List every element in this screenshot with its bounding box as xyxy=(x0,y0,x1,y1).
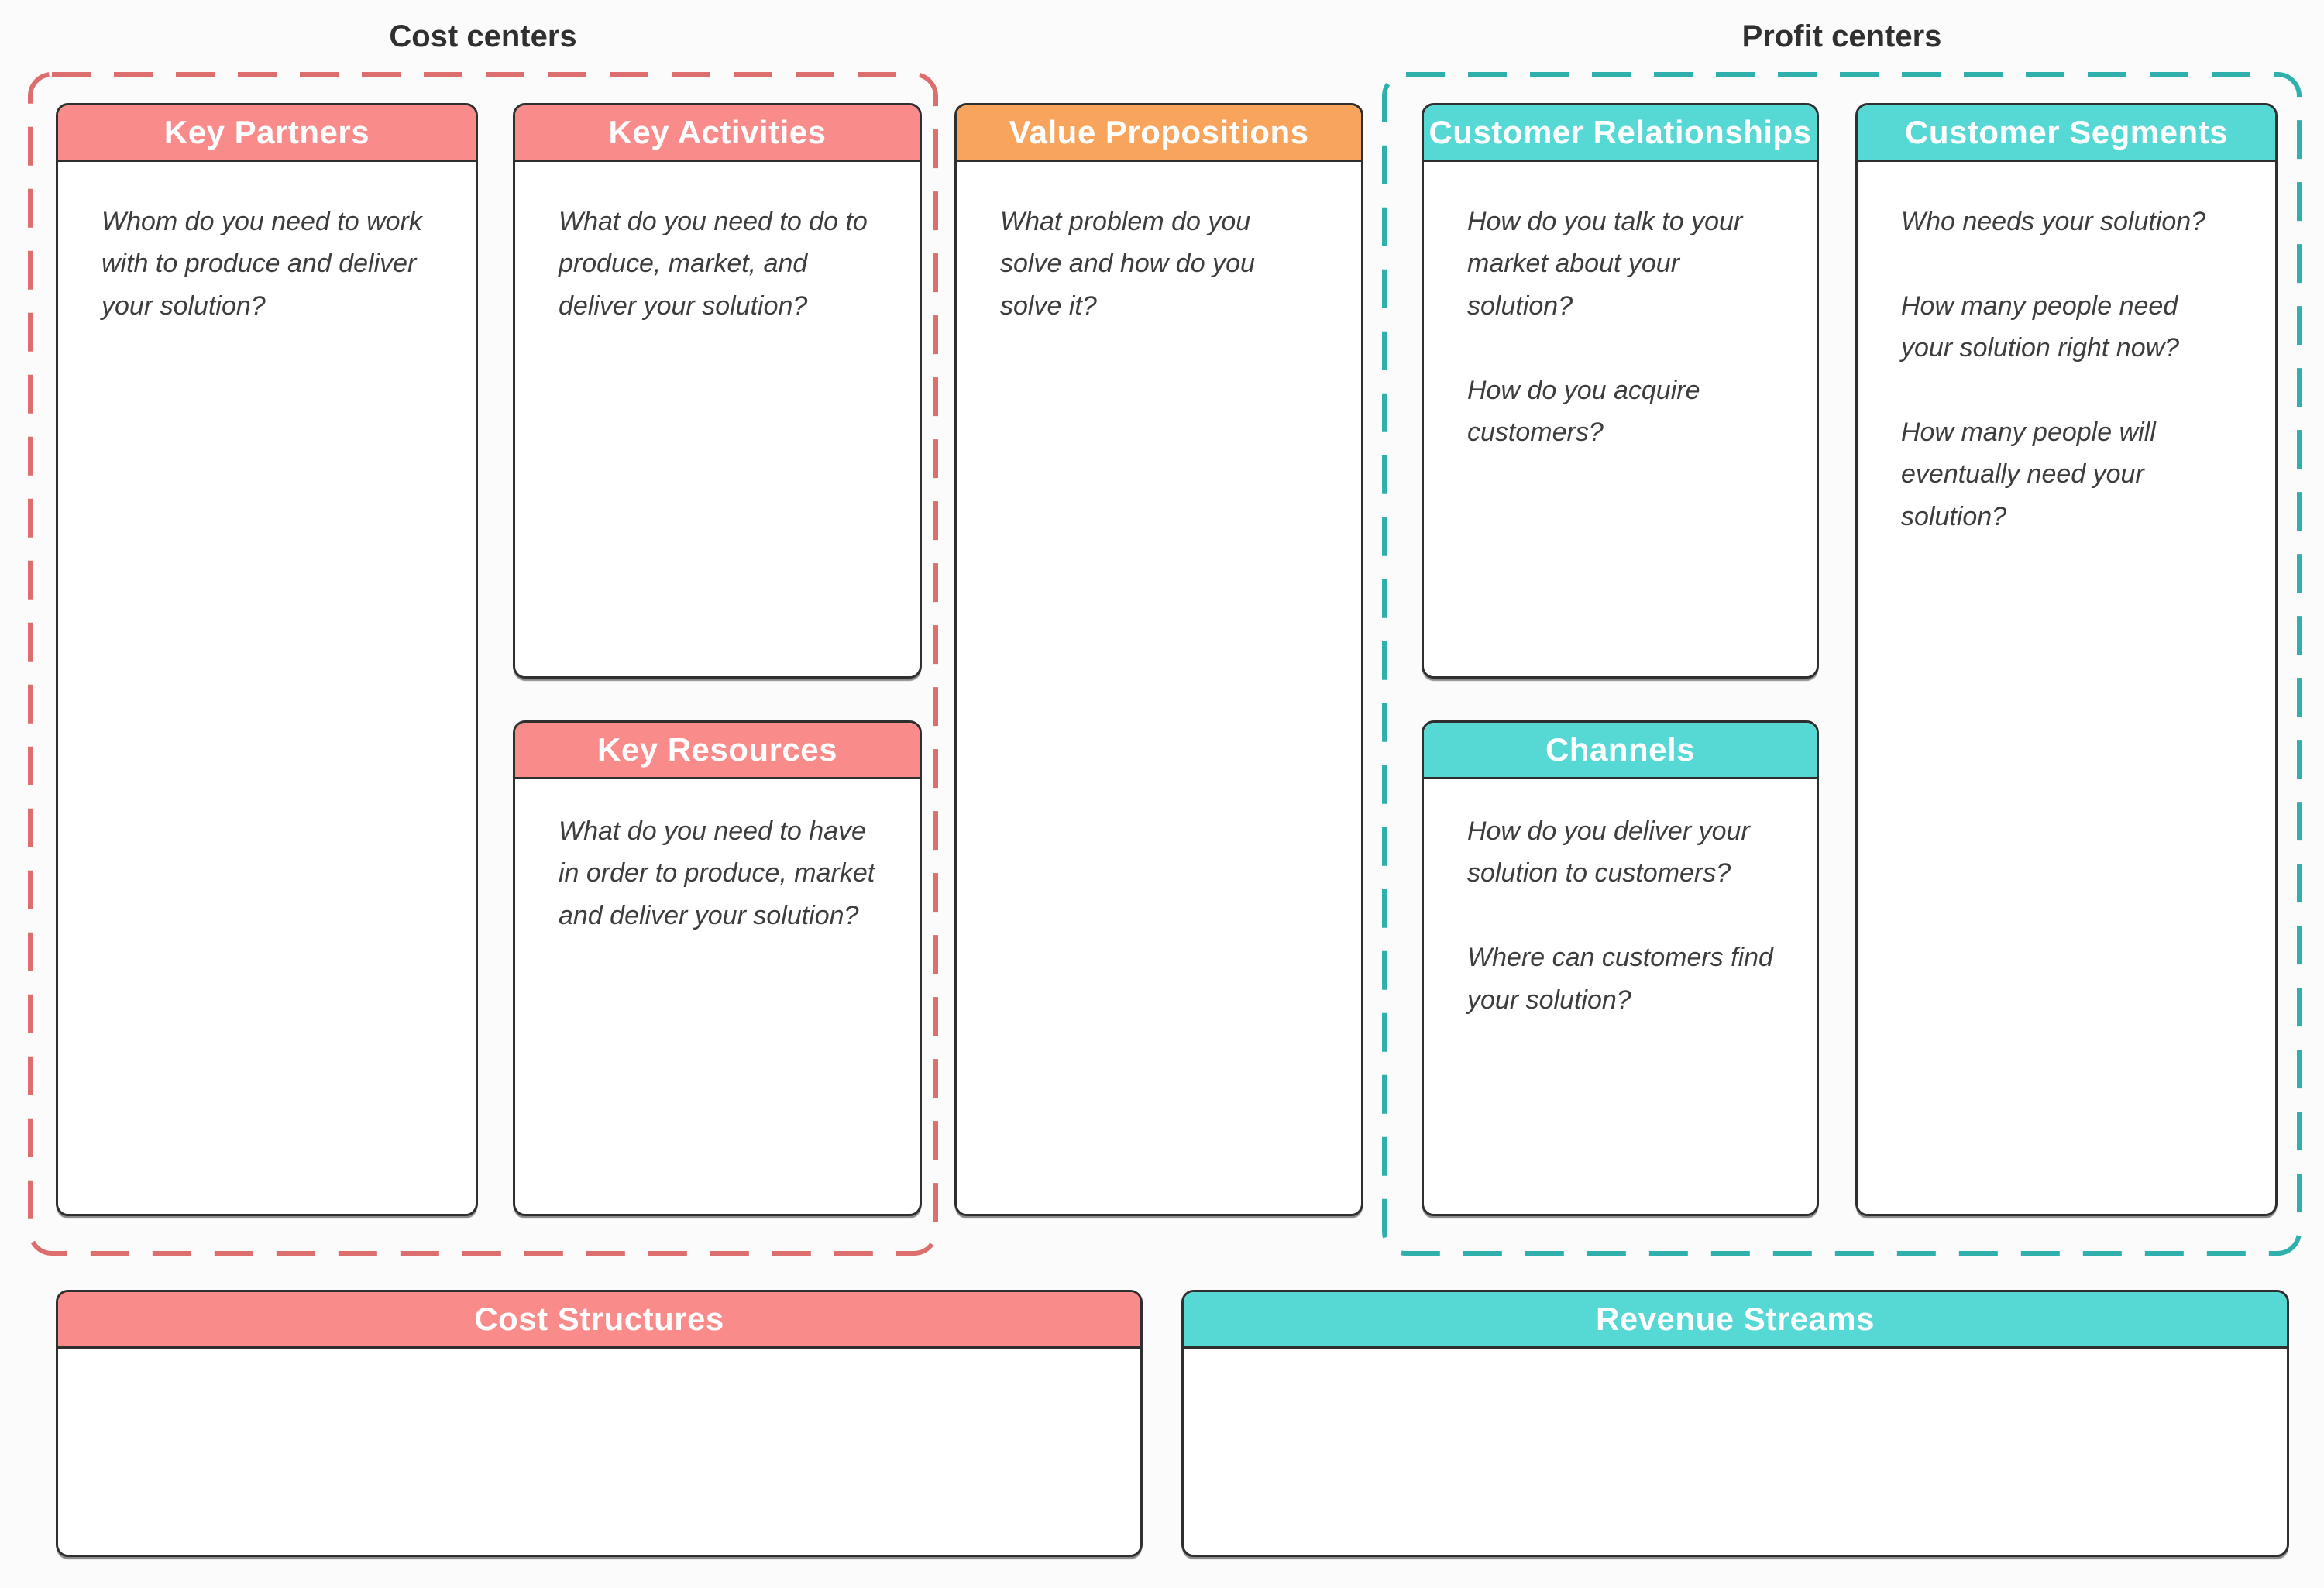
prompt-question: What do you need to do to produce, marke… xyxy=(559,207,868,321)
cost-group-outline xyxy=(28,72,938,1256)
value-propositions-body: What problem do you solve and how do you… xyxy=(957,162,1361,358)
customer-segments-card[interactable]: Customer Segments Who needs your solutio… xyxy=(1855,103,2278,1216)
value-propositions-card[interactable]: Value Propositions What problem do you s… xyxy=(954,103,1363,1216)
prompt-question: What do you need to have in order to pro… xyxy=(559,816,875,930)
channels-body: How do you deliver your solution to cust… xyxy=(1424,779,1817,1052)
profit-centers-label: Profit centers xyxy=(1741,19,1942,53)
cost-structures-body xyxy=(58,1349,1140,1418)
channels-card[interactable]: Channels How do you deliver your solutio… xyxy=(1422,720,1819,1216)
prompt-question: Who needs your solution? xyxy=(1901,207,2206,236)
cost-structures-title: Cost Structures xyxy=(474,1301,724,1337)
customer-segments-title: Customer Segments xyxy=(1905,114,2228,150)
cost-structures-header: Cost Structures xyxy=(58,1292,1140,1349)
prompt-question: How do you acquire customers? xyxy=(1467,375,1700,447)
revenue-streams-body xyxy=(1184,1349,2287,1418)
key-resources-card[interactable]: Key Resources What do you need to have i… xyxy=(513,720,922,1216)
prompt-question: How many people need your solution right… xyxy=(1901,290,2180,363)
key-activities-card[interactable]: Key Activities What do you need to do to… xyxy=(513,103,922,679)
revenue-streams-header: Revenue Streams xyxy=(1184,1292,2287,1349)
key-resources-title: Key Resources xyxy=(597,731,837,768)
revenue-streams-title: Revenue Streams xyxy=(1595,1301,1875,1337)
prompt-question: How do you deliver your solution to cust… xyxy=(1467,816,1750,889)
customer-segments-body: Who needs your solution? How many people … xyxy=(1858,162,2275,569)
cost-structures-card[interactable]: Cost Structures xyxy=(56,1290,1143,1557)
key-partners-card[interactable]: Key Partners Whom do you need to work wi… xyxy=(56,103,478,1216)
customer-relationships-body: How do you talk to your market about you… xyxy=(1424,162,1817,484)
revenue-streams-card[interactable]: Revenue Streams xyxy=(1181,1290,2289,1557)
value-propositions-title: Value Propositions xyxy=(1009,114,1309,150)
prompt-question: Whom do you need to work with to produce… xyxy=(101,207,422,321)
customer-segments-header: Customer Segments xyxy=(1858,105,2275,162)
prompt-question: What problem do you solve and how do you… xyxy=(1000,207,1255,321)
key-activities-header: Key Activities xyxy=(515,105,920,162)
key-activities-body: What do you need to do to produce, marke… xyxy=(515,162,920,358)
customer-relationships-title: Customer Relationships xyxy=(1428,114,1812,150)
key-resources-header: Key Resources xyxy=(515,723,920,779)
prompt-question: How many people will eventually need you… xyxy=(1901,417,2156,531)
prompt-question: How do you talk to your market about you… xyxy=(1467,207,1743,321)
value-propositions-header: Value Propositions xyxy=(957,105,1361,162)
channels-title: Channels xyxy=(1545,731,1696,768)
customer-relationships-card[interactable]: Customer Relationships How do you talk t… xyxy=(1422,103,1819,679)
key-partners-header: Key Partners xyxy=(58,105,476,162)
key-activities-title: Key Activities xyxy=(608,114,827,150)
prompt-question: Where can customers find your solution? xyxy=(1467,943,1773,1015)
key-partners-body: Whom do you need to work with to produce… xyxy=(58,162,476,358)
profit-centers-group xyxy=(1381,71,2302,1256)
key-resources-body: What do you need to have in order to pro… xyxy=(515,779,920,968)
cost-centers-group xyxy=(27,71,939,1256)
customer-relationships-header: Customer Relationships xyxy=(1424,105,1817,162)
channels-header: Channels xyxy=(1424,723,1817,779)
key-partners-title: Key Partners xyxy=(163,114,370,150)
cost-centers-label: Cost centers xyxy=(389,19,577,53)
profit-group-outline xyxy=(1382,72,2302,1256)
